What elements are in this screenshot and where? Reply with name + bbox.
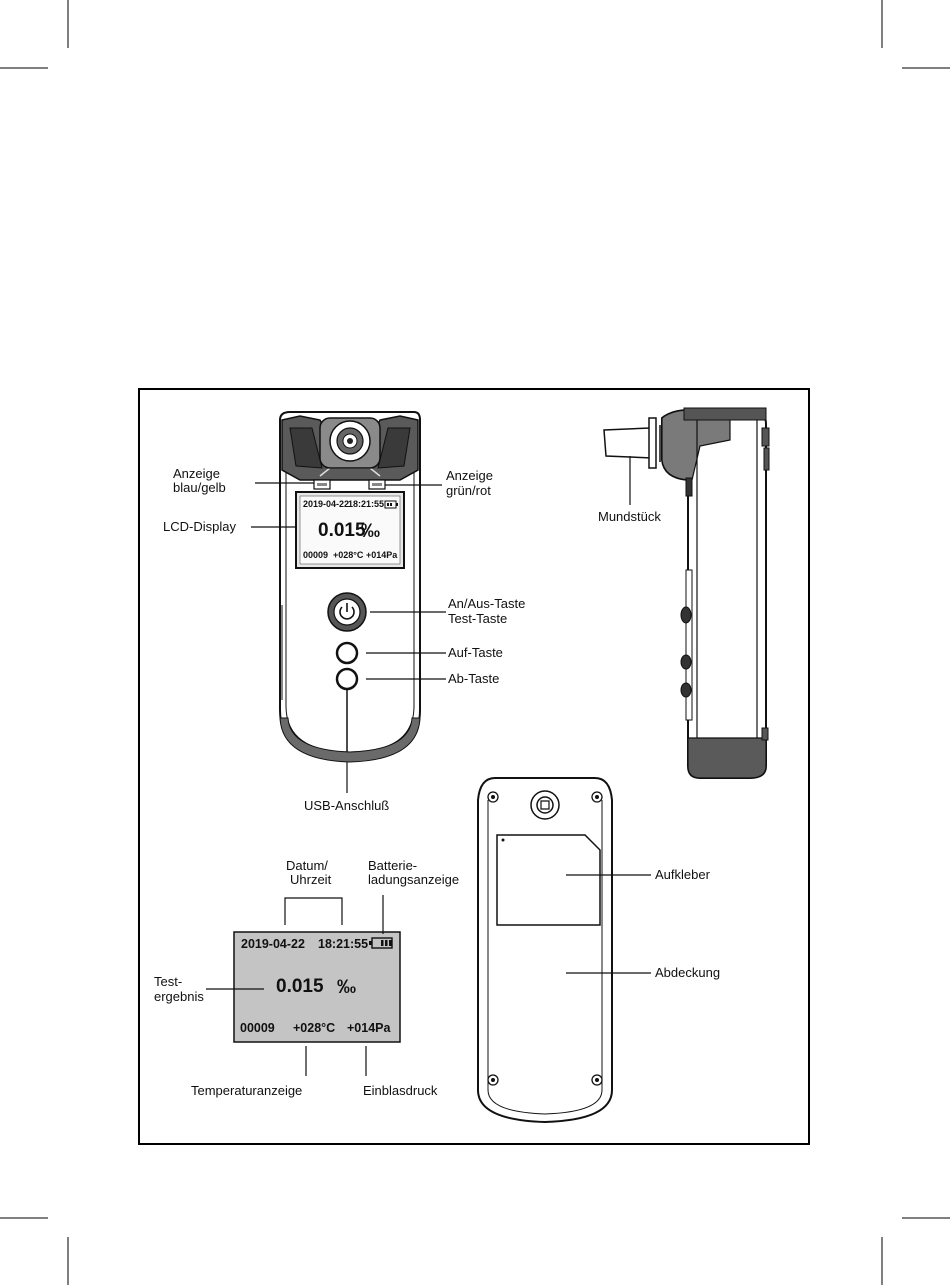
side-callouts: Mundstück bbox=[598, 456, 661, 524]
label-cover: Abdeckung bbox=[655, 965, 720, 980]
front-callouts: Anzeige blau/gelb Anzeige grün/rot LCD-D… bbox=[163, 466, 525, 813]
label-down-button: Ab-Taste bbox=[448, 671, 499, 686]
lcd-zoom-pressure: +014Pa bbox=[347, 1021, 391, 1035]
label-indicator-left-2: blau/gelb bbox=[173, 480, 226, 495]
front-bottom-bumper bbox=[279, 717, 421, 763]
screw-icon bbox=[487, 791, 603, 1086]
label-battery-2: ladungsanzeige bbox=[368, 872, 459, 887]
lcd-zoom-screen bbox=[233, 931, 401, 1043]
lcd-zoom-temperature: +028°C bbox=[293, 1021, 335, 1035]
lcd-small-temperature: +028°C bbox=[333, 550, 364, 560]
battery-icon bbox=[369, 937, 393, 949]
lcd-zoom-time: 18:21:55 bbox=[318, 937, 368, 951]
label-date-time-1: Datum/ bbox=[286, 858, 328, 873]
label-temperature: Temperaturanzeige bbox=[191, 1083, 302, 1098]
back-callouts: Aufkleber Abdeckung bbox=[566, 867, 720, 980]
mouthpiece bbox=[603, 427, 653, 459]
label-indicator-right-1: Anzeige bbox=[446, 468, 493, 483]
label-blow-pressure: Einblasdruck bbox=[363, 1083, 438, 1098]
back-body bbox=[477, 777, 613, 1124]
lcd-small-unit: ‰ bbox=[361, 521, 380, 542]
lcd-zoom-unit: ‰ bbox=[337, 977, 356, 998]
lcd-small-time: 18:21:55 bbox=[348, 499, 384, 509]
label-usb-port: USB-Anschluß bbox=[304, 798, 389, 813]
device-side-view bbox=[603, 407, 770, 779]
label-indicator-right-2: grün/rot bbox=[446, 483, 491, 498]
label-lcd-display: LCD-Display bbox=[163, 519, 236, 534]
lcd-zoom-callouts: Datum/ Uhrzeit Batterie- ladungsanzeige … bbox=[154, 858, 459, 1098]
back-clip bbox=[530, 790, 560, 820]
label-sticker: Aufkleber bbox=[655, 867, 711, 882]
lcd-display-small: 2019-04-22 18:21:55 0.015 ‰ 00009 +028°C… bbox=[295, 491, 405, 569]
label-date-time-2: Uhrzeit bbox=[290, 872, 332, 887]
lcd-small-date: 2019-04-22 bbox=[303, 499, 349, 509]
power-icon bbox=[339, 603, 355, 620]
lcd-small-pressure: +014Pa bbox=[366, 550, 398, 560]
label-battery-1: Batterie- bbox=[368, 858, 417, 873]
lcd-zoom-counter: 00009 bbox=[240, 1021, 275, 1035]
lcd-zoom: 2019-04-22 18:21:55 0.015 ‰ 00009 +028°C… bbox=[233, 931, 401, 1043]
up-button[interactable] bbox=[335, 641, 359, 665]
label-test-result-1: Test- bbox=[154, 974, 182, 989]
label-mouthpiece: Mundstück bbox=[598, 509, 661, 524]
label-up-button: Auf-Taste bbox=[448, 645, 503, 660]
label-test-result-2: ergebnis bbox=[154, 989, 204, 1004]
device-front-view: 2019-04-22 18:21:55 0.015 ‰ 00009 +028°C… bbox=[279, 411, 421, 763]
sticker bbox=[496, 834, 601, 926]
lcd-zoom-value: 0.015 bbox=[276, 976, 324, 997]
lcd-zoom-date: 2019-04-22 bbox=[241, 937, 305, 951]
lcd-small-counter: 00009 bbox=[303, 550, 328, 560]
label-power-button-2: Test-Taste bbox=[448, 611, 507, 626]
lcd-small-value: 0.015 bbox=[318, 520, 366, 541]
down-button[interactable] bbox=[335, 667, 359, 691]
figure-frame bbox=[138, 388, 810, 1145]
label-indicator-left-1: Anzeige bbox=[173, 466, 220, 481]
label-power-button-1: An/Aus-Taste bbox=[448, 596, 525, 611]
device-back-view bbox=[477, 777, 613, 1124]
